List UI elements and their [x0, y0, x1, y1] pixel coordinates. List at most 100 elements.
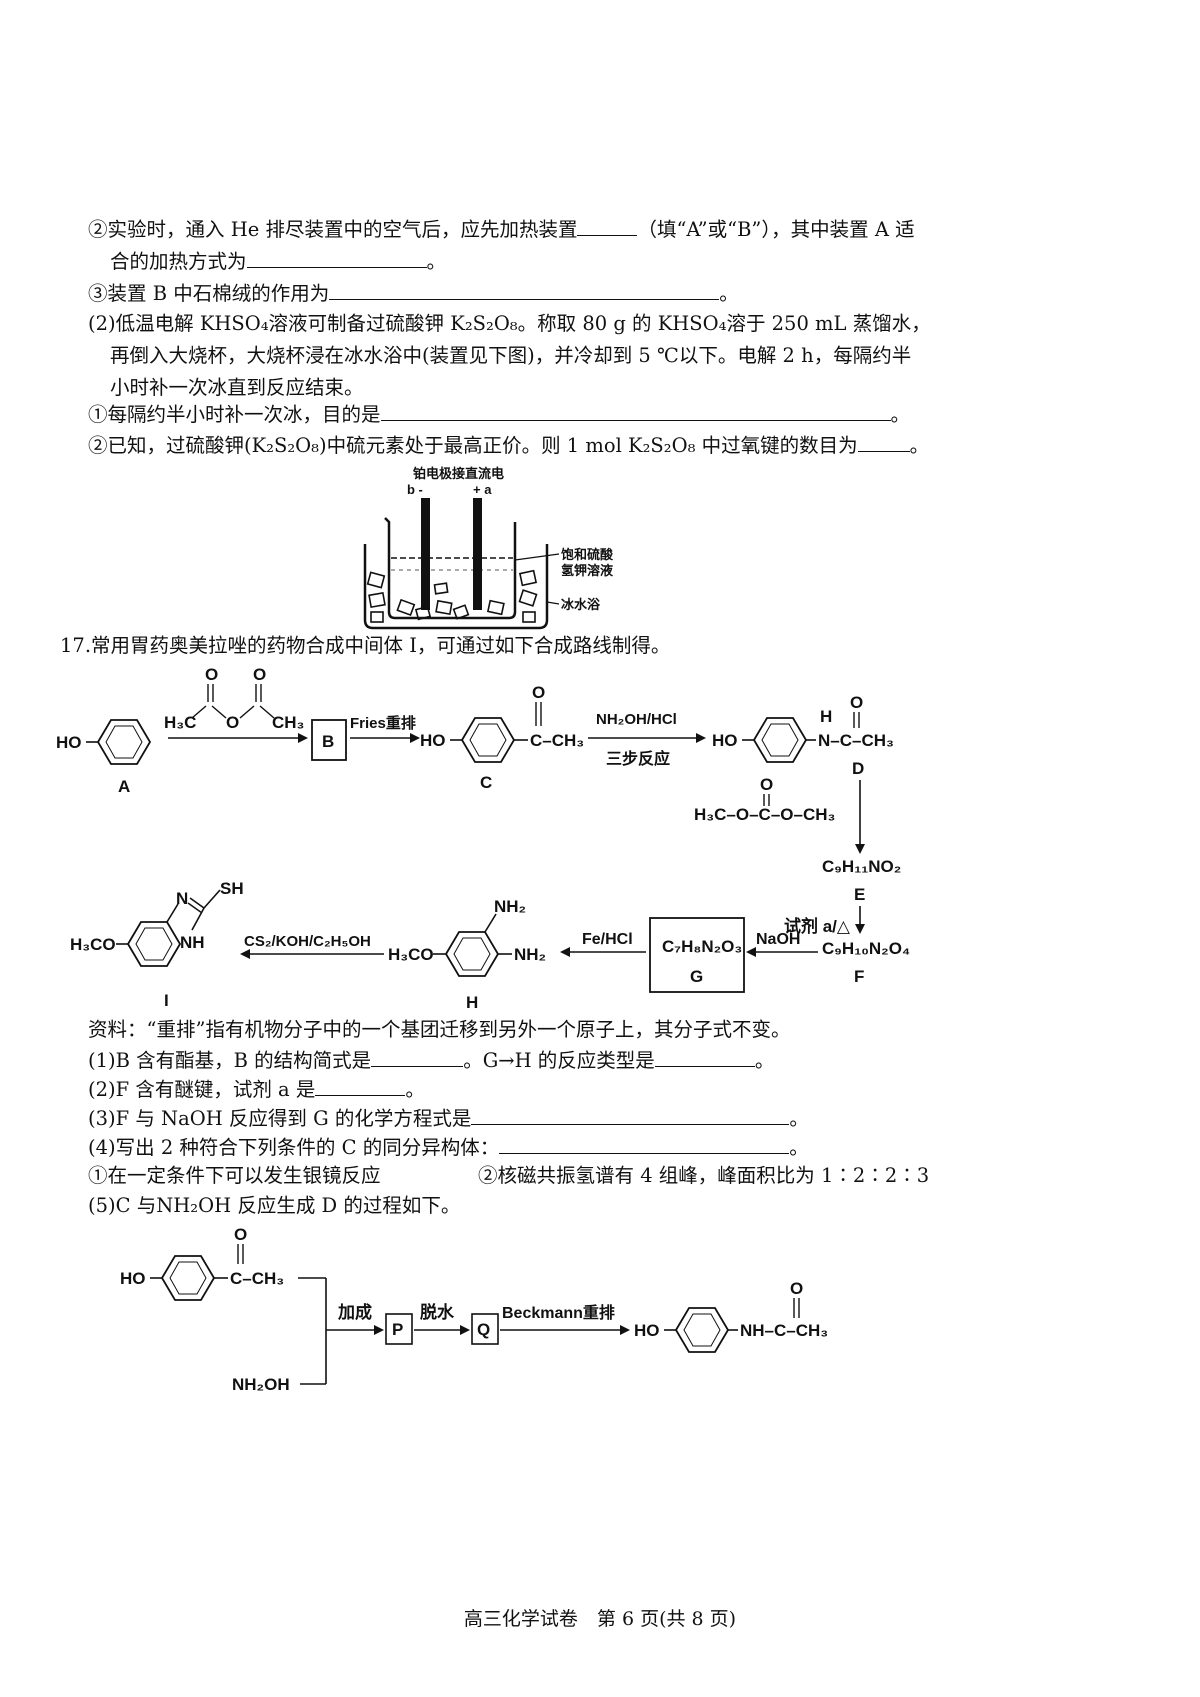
q16-line-6: 小时补一次冰直到反应结束。 [110, 376, 364, 399]
compound-label-g: G [690, 967, 703, 986]
q16-line-1: ②实验时，通入 He 排尽装置中的空气后，应先加热装置（填“A”或“B”），其中… [88, 215, 915, 243]
svg-text:H: H [820, 707, 832, 726]
q17-intro: 17.常用胃药奥美拉唑的药物合成中间体 I，可通过如下合成路线制得。 [60, 634, 671, 657]
q16-line-5: 再倒入大烧杯，大烧杯浸在冰水浴中(装置见下图)，并冷却到 5 ℃以下。电解 2 … [110, 344, 912, 367]
q16-line-8: ②已知，过硫酸钾(K₂S₂O₈)中硫元素处于最高正价。则 1 mol K₂S₂O… [88, 431, 929, 459]
svg-text:H₃CO: H₃CO [70, 935, 116, 954]
svg-text:O: O [253, 665, 266, 684]
svg-text:HO: HO [634, 1321, 660, 1340]
svg-text:SH: SH [220, 879, 244, 898]
fries-reagent: Fries重排 [350, 714, 416, 732]
intermediate-box-q [471, 1313, 499, 1345]
benzene-ring [126, 921, 182, 967]
beaker [384, 517, 517, 620]
answer-blank[interactable] [315, 1075, 406, 1096]
answer-blank[interactable] [371, 1046, 464, 1067]
q16-line-7: ①每隔约半小时补一次冰，目的是。 [88, 400, 910, 428]
q17-part-4: (4)写出 2 种符合下列条件的 C 的同分异构体：。 [88, 1133, 809, 1161]
svg-text:CH₃: CH₃ [272, 713, 304, 732]
svg-text:H₃C–O–C–O–CH₃: H₃C–O–C–O–CH₃ [694, 805, 835, 824]
addition-label: 加成 [337, 1302, 372, 1322]
anode-label: + a [473, 482, 492, 497]
solution-label-1: 饱和硫酸 [560, 547, 614, 562]
fe-hcl-reagent: Fe/HCl [582, 931, 633, 948]
benzene-ring [96, 719, 152, 765]
answer-blank[interactable] [577, 215, 638, 236]
cathode-label: b - [407, 482, 423, 497]
svg-text:O: O [850, 693, 863, 712]
apparatus-top-label: 铂电极接直流电 [413, 466, 504, 481]
answer-blank[interactable] [380, 400, 891, 421]
answer-blank[interactable] [857, 431, 910, 452]
compound-formula-g: C₇H₈N₂O₃ [662, 937, 742, 956]
q17-part-3: (3)F 与 NaOH 反应得到 G 的化学方程式是。 [88, 1104, 809, 1132]
svg-text:O: O [226, 713, 239, 732]
q17-part-5: (5)C 与NH₂OH 反应生成 D 的过程如下。 [88, 1194, 461, 1217]
ice-cubes [366, 569, 538, 623]
svg-text:NH₂: NH₂ [494, 897, 526, 916]
svg-text:NH₂OH: NH₂OH [232, 1375, 290, 1394]
cs2-reagent: CS₂/KOH/C₂H₅OH [244, 933, 371, 950]
compound-label-f: F [854, 967, 864, 986]
answer-blank[interactable] [329, 279, 720, 300]
compound-label-d: D [852, 759, 864, 778]
q17-note: 资料：“重排”指有机物分子中的一个基团迁移到另外一个原子上，其分子式不变。 [88, 1018, 791, 1041]
intermediate-label-p: P [392, 1320, 403, 1339]
svg-text:N: N [176, 889, 188, 908]
svg-text:HO: HO [420, 731, 446, 750]
svg-text:NH–C–CH₃: NH–C–CH₃ [740, 1321, 828, 1340]
q17-part-4-condition-1: ①在一定条件下可以发生银镜反应 [88, 1164, 381, 1187]
compound-label-i: I [164, 991, 169, 1010]
intermediate-box-p [385, 1313, 413, 1345]
answer-blank[interactable] [654, 1046, 755, 1067]
svg-text:H₃C: H₃C [164, 713, 196, 732]
q17-part-1: (1)B 含有酯基，B 的结构简式是。G→H 的反应类型是。 [88, 1046, 774, 1074]
svg-text:H₃CO: H₃CO [388, 945, 434, 964]
answer-blank[interactable] [499, 1133, 790, 1154]
three-step-label: 三步反应 [606, 749, 670, 768]
svg-text:HO: HO [712, 731, 738, 750]
compound-label-c: C [480, 773, 492, 792]
ice-bath-container [363, 544, 549, 630]
svg-text:HO: HO [120, 1269, 146, 1288]
svg-text:O: O [234, 1225, 247, 1244]
q17-part-4-condition-2: ②核磁共振氢谱有 4 组峰，峰面积比为 1∶2∶2∶3 [478, 1164, 930, 1187]
platinum-electrode-a [473, 498, 482, 610]
svg-text:O: O [760, 775, 773, 794]
answer-blank[interactable] [471, 1104, 790, 1125]
reagent-a-label: 试剂 a/△ [784, 916, 851, 936]
q16-line-2: 合的加热方式为。 [110, 247, 446, 275]
svg-text:NH₂: NH₂ [514, 945, 546, 964]
synthesis-route-scheme: HO A H₃C O O O CH₃ B Fries重排 HO [56, 665, 910, 1012]
naoh-reagent: NaOH [756, 931, 800, 948]
solution-label-2: 氢钾溶液 [561, 563, 613, 578]
compound-box-g [649, 917, 745, 993]
q16-line-3: ③装置 B 中石棉绒的作用为。 [88, 279, 739, 307]
compound-label-h: H [466, 993, 478, 1012]
nh2oh-reagent: NH₂OH/HCl [596, 711, 677, 728]
beckmann-route-scheme: HO O C–CH₃ NH₂OH 加成 P 脱水 Q Beckmann重排 HO [120, 1225, 828, 1394]
compound-label-a: A [118, 777, 130, 796]
compound-box-b [311, 719, 347, 761]
q16-line-4: (2)低温电解 KHSO₄溶液可制备过硫酸钾 K₂S₂O₈。称取 80 g 的 … [88, 312, 931, 335]
intermediate-label-q: Q [477, 1320, 490, 1339]
compound-formula-e: C₉H₁₁NO₂ [822, 857, 901, 876]
svg-text:NH: NH [180, 933, 205, 952]
svg-text:C–CH₃: C–CH₃ [530, 731, 584, 750]
svg-text:N–C–CH₃: N–C–CH₃ [818, 731, 894, 750]
svg-text:O: O [205, 665, 218, 684]
page-footer: 高三化学试卷 第 6 页(共 8 页) [463, 1608, 737, 1630]
compound-label-b: B [322, 732, 334, 751]
svg-text:O: O [532, 683, 545, 702]
q17-part-2: (2)F 含有醚键，试剂 a 是。 [88, 1075, 425, 1103]
compound-formula-f: C₉H₁₀N₂O₄ [822, 939, 910, 958]
svg-text:HO: HO [56, 733, 82, 752]
svg-text:O: O [790, 1279, 803, 1298]
svg-text:C–CH₃: C–CH₃ [230, 1269, 284, 1288]
electrolysis-apparatus-figure: 铂电极接直流电 b - + a 饱和硫酸 [363, 466, 614, 630]
answer-blank[interactable] [246, 247, 427, 268]
beckmann-label: Beckmann重排 [502, 1303, 615, 1322]
ice-bath-label: 冰水浴 [561, 597, 601, 612]
dehydration-label: 脱水 [420, 1302, 455, 1322]
